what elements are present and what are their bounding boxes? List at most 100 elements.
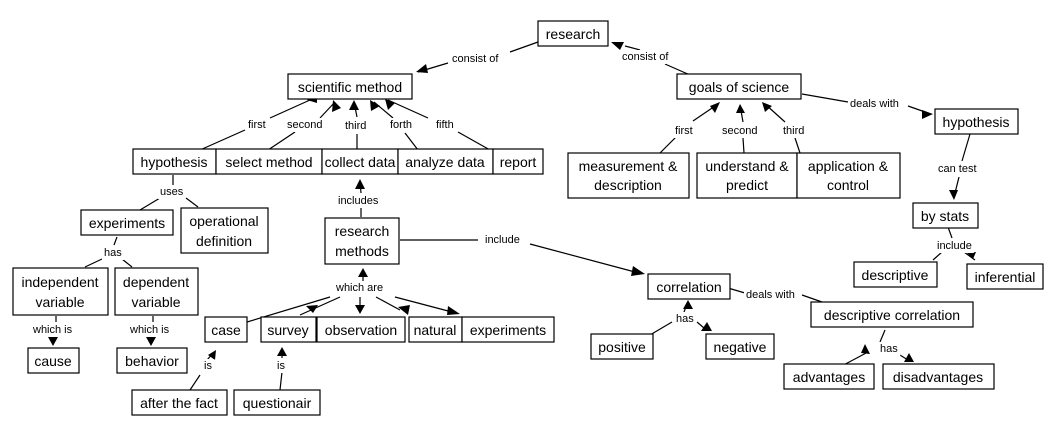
concept-case[interactable]: case: [204, 316, 248, 343]
link-label-background: [158, 185, 186, 199]
link-label-background: [781, 124, 807, 138]
concept-label: goals of science: [689, 79, 790, 95]
concept-label: experiments: [470, 322, 546, 338]
concept-application-control[interactable]: application & control: [796, 152, 901, 199]
link-third: third: [345, 120, 366, 132]
arrowhead: [355, 305, 365, 314]
link-include-correlation: include: [485, 234, 520, 246]
concept-hypothesis-stats[interactable]: hypothesis: [934, 108, 1019, 135]
concept-correlation[interactable]: correlation: [647, 273, 731, 300]
link-consist-of-right: consist of: [622, 51, 669, 63]
linking-phrases: consist of consist of first second third…: [30, 50, 979, 373]
arrowhead: [332, 100, 341, 112]
concept-descriptive[interactable]: descriptive: [853, 261, 938, 288]
link-which-is-behavior: which is: [129, 324, 170, 336]
arrowhead: [48, 337, 58, 346]
concept-label: application &: [808, 158, 889, 174]
concept-label: collect data: [325, 154, 396, 170]
link-goals-first: first: [675, 125, 693, 137]
concept-analyze-data[interactable]: analyze data: [397, 148, 494, 175]
link-label-background: [744, 288, 797, 302]
concept-label: questionair: [243, 395, 312, 411]
line-which-are-to-natural: [375, 296, 401, 311]
concept-after-the-fact[interactable]: after the fact: [131, 389, 228, 416]
link-label-background: [30, 323, 75, 337]
concept-research[interactable]: research: [537, 20, 609, 47]
arrowhead: [631, 266, 645, 276]
concept-questionair[interactable]: questionair: [233, 389, 321, 416]
concept-negative[interactable]: negative: [705, 333, 775, 360]
arrowhead: [611, 42, 624, 50]
concept-label: operational: [189, 213, 258, 229]
concept-measurement-description[interactable]: measurement & description: [567, 152, 690, 199]
concept-descriptive-correlation[interactable]: descriptive correlation: [810, 301, 974, 328]
concept-report[interactable]: report: [492, 148, 544, 175]
concept-scientific-method[interactable]: scientific method: [287, 73, 413, 100]
arrowheads: [48, 42, 976, 362]
concept-label: inferential: [975, 269, 1036, 285]
link-second: second: [287, 119, 322, 131]
concept-advantages[interactable]: advantages: [783, 363, 875, 390]
concept-collect-data[interactable]: collect data: [321, 148, 399, 175]
concept-disadvantages[interactable]: disadvantages: [882, 363, 995, 390]
arrowhead: [370, 100, 380, 111]
concept-observation[interactable]: observation: [316, 316, 406, 343]
line-deals-with-to-descriptive-correlation: [801, 294, 823, 303]
concept-nodes: research scientific method goals of scie…: [12, 20, 1044, 416]
concept-independent-variable[interactable]: independent variable: [12, 267, 109, 316]
link-goals-second: second: [722, 125, 757, 137]
line-which-are-to-experiments: [394, 296, 453, 313]
concept-goals-of-science[interactable]: goals of science: [676, 73, 802, 100]
link-has-correlation: has: [676, 313, 694, 325]
concept-understand-predict[interactable]: understand & predict: [696, 152, 798, 199]
link-label-background: [343, 119, 369, 133]
concept-hypothesis[interactable]: hypothesis: [132, 148, 217, 175]
concept-experiments[interactable]: experiments: [80, 209, 174, 236]
line-by-stats-to-include: [947, 226, 953, 239]
concept-label: observation: [325, 322, 397, 338]
concept-label: analyze data: [405, 154, 485, 170]
link-label-background: [450, 52, 502, 66]
link-which-is-cause: which is: [32, 324, 73, 336]
concept-operational-definition[interactable]: operational definition: [180, 207, 269, 254]
concept-experiments-method[interactable]: experiments: [461, 316, 555, 343]
concept-label: understand &: [705, 158, 789, 174]
line-consist-right-to-goals: [664, 63, 691, 76]
concept-dependent-variable[interactable]: dependent variable: [114, 267, 199, 316]
concept-research-methods[interactable]: research methods: [324, 217, 400, 265]
concept-behavior[interactable]: behavior: [116, 347, 188, 374]
concept-by-stats[interactable]: by stats: [912, 202, 979, 229]
line-experiments-to-has: [113, 236, 118, 246]
concept-label: behavior: [125, 353, 179, 369]
concept-select-method[interactable]: select method: [215, 148, 323, 175]
link-first: first: [248, 119, 266, 131]
line-measurement-to-first: [659, 136, 677, 154]
link-label-background: [936, 162, 979, 176]
concept-cause[interactable]: cause: [27, 347, 80, 374]
link-label-background: [275, 359, 288, 373]
arrowhead: [358, 268, 368, 277]
concept-label: definition: [196, 233, 252, 249]
concept-survey[interactable]: survey: [260, 316, 317, 343]
arrowhead: [416, 64, 428, 73]
link-forth: forth: [390, 119, 412, 131]
link-label-background: [336, 194, 381, 208]
line-first-to-scientific-method: [269, 99, 311, 119]
line-report-to-fifth: [457, 131, 491, 151]
concept-positive[interactable]: positive: [590, 333, 654, 360]
line-positive-to-has: [649, 321, 673, 336]
link-deals-with-hypothesis: deals with: [850, 98, 899, 110]
concept-natural[interactable]: natural: [408, 316, 463, 343]
concept-label: research: [546, 26, 600, 42]
arrowhead: [904, 353, 914, 362]
line-second-to-scientific-method: [319, 101, 336, 119]
concept-inferential[interactable]: inferential: [966, 263, 1044, 290]
concept-label: disadvantages: [893, 369, 983, 385]
link-is-survey: is: [277, 360, 285, 372]
arrowhead: [398, 305, 410, 315]
line-uses-to-experiments: [139, 197, 161, 211]
line-select-to-second: [267, 131, 296, 151]
link-fifth: fifth: [436, 119, 454, 131]
concept-label: measurement &: [579, 158, 678, 174]
line-research-to-consist-left: [509, 41, 539, 53]
